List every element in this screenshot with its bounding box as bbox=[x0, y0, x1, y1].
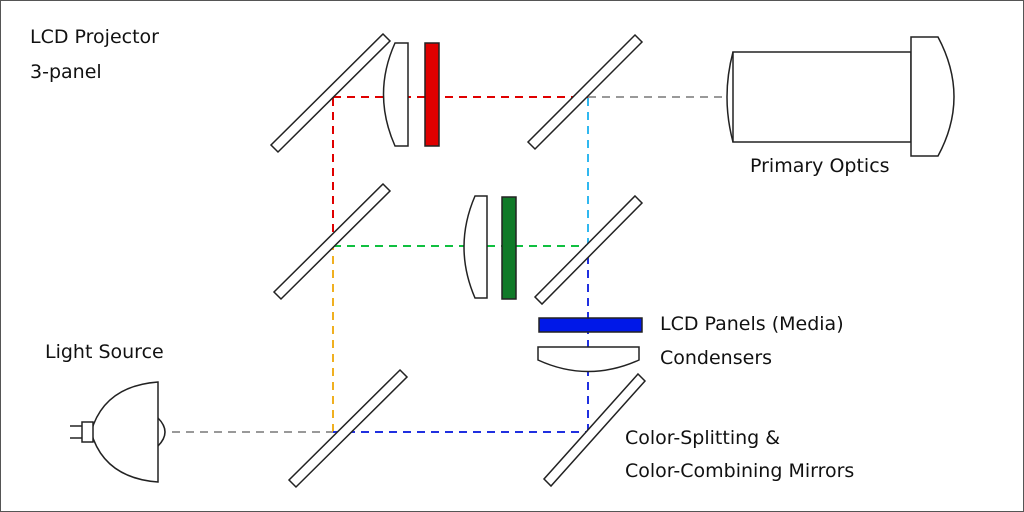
primary-optics-label: Primary Optics bbox=[750, 155, 890, 177]
lamp-reflector bbox=[90, 381, 159, 483]
light-source-label: Light Source bbox=[45, 341, 164, 363]
mirrors-label-line-1: Color-Splitting & bbox=[625, 427, 781, 449]
lamp-bulb bbox=[157, 417, 166, 447]
condenser-green bbox=[463, 195, 488, 299]
condenser-blue bbox=[537, 346, 640, 373]
lcd-panel-blue bbox=[538, 317, 643, 333]
lcd-panels-label: LCD Panels (Media) bbox=[660, 313, 844, 335]
primary-optics-lens bbox=[910, 36, 955, 157]
primary-optics-left-curve bbox=[726, 51, 734, 143]
title-line-1: LCD Projector bbox=[30, 26, 159, 48]
condenser-red bbox=[382, 42, 409, 147]
mirror-bottom-left bbox=[287, 368, 409, 489]
title-line-2: 3-panel bbox=[30, 61, 102, 83]
primary-optics bbox=[726, 36, 955, 157]
lamp bbox=[70, 381, 166, 483]
mirrors-label-line-2: Color-Combining Mirrors bbox=[625, 460, 855, 482]
mirror-middle-right bbox=[533, 194, 644, 306]
lcd-panel-red bbox=[424, 42, 440, 147]
mirror-top-right bbox=[526, 33, 644, 151]
condensers-label: Condensers bbox=[660, 347, 773, 369]
lamp-base bbox=[81, 421, 94, 443]
primary-optics-barrel bbox=[732, 51, 912, 143]
mirror-top-left bbox=[269, 32, 392, 154]
lcd-panel-green bbox=[501, 196, 517, 300]
mirror-bottom-right bbox=[542, 372, 647, 488]
mirror-middle-left bbox=[272, 182, 392, 301]
